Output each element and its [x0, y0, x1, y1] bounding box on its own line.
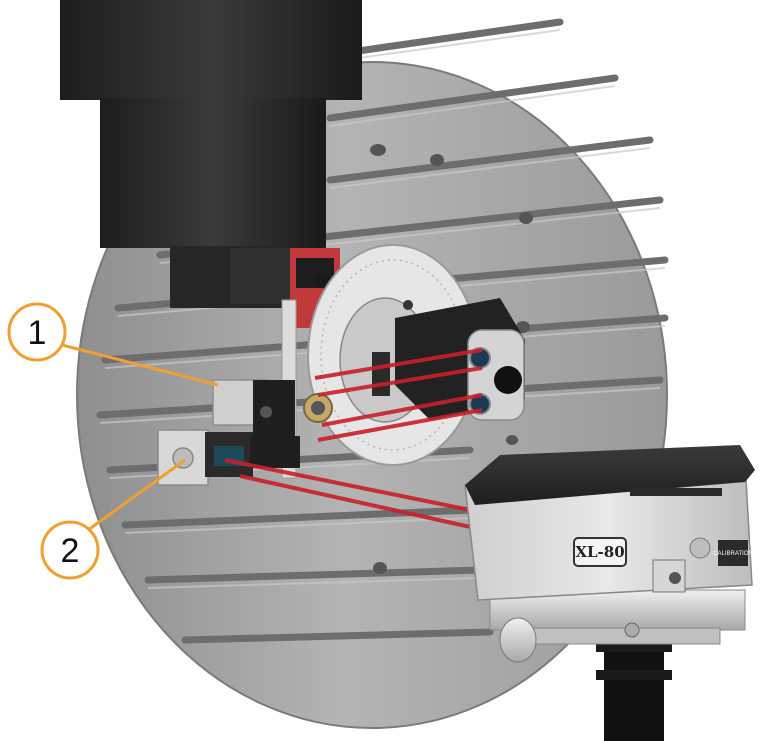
callout-2-leader	[87, 458, 186, 532]
angular-reflector-head	[372, 298, 525, 421]
callout-2-number: 2	[61, 532, 80, 570]
spindle	[60, 0, 362, 308]
callout-1: 1	[7, 302, 219, 387]
angular-interferometer	[212, 379, 333, 440]
callout-1-number: 1	[28, 314, 47, 352]
device-model-label: XL-80	[575, 543, 624, 561]
device-sublabel: CALIBRATION	[713, 551, 753, 557]
linear-retroreflector	[157, 429, 300, 486]
callout-2-circle	[40, 520, 100, 580]
laser-unit: XL-80 CALIBRATION	[464, 445, 755, 741]
callout-1-circle	[7, 302, 67, 362]
callout-2: 2	[40, 458, 186, 580]
callout-1-leader	[61, 343, 219, 387]
laser-beams	[224, 348, 483, 530]
